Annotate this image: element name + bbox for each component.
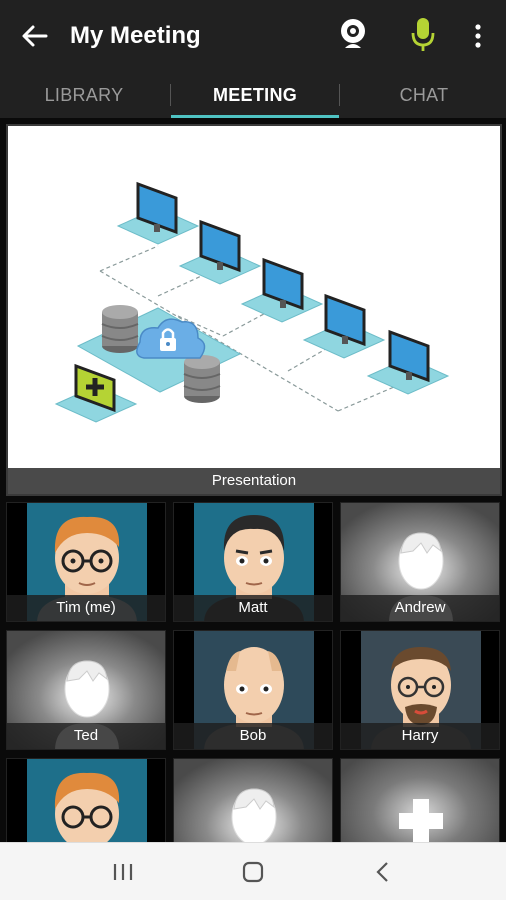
- microphone-icon[interactable]: [408, 16, 438, 54]
- tab-library[interactable]: LIBRARY: [44, 85, 124, 105]
- participant-name: Andrew: [341, 595, 499, 621]
- participant-tile[interactable]: Matt: [173, 502, 333, 622]
- participant-name: Tim (me): [7, 595, 165, 621]
- participant-tile[interactable]: [173, 758, 333, 842]
- home-icon[interactable]: [233, 857, 273, 887]
- plus-icon: [341, 759, 499, 842]
- meeting-content: Presentation Tim (me): [0, 118, 506, 842]
- participant-tile[interactable]: [6, 758, 166, 842]
- meeting-title: My Meeting: [70, 22, 201, 49]
- avatar-orange-hair: [7, 759, 165, 842]
- recent-apps-icon[interactable]: [103, 857, 143, 887]
- participant-name: Matt: [174, 595, 332, 621]
- monitor-icons: [74, 181, 430, 413]
- participant-tile[interactable]: Harry: [340, 630, 500, 750]
- participant-name: Bob: [174, 723, 332, 749]
- presentation-panel[interactable]: Presentation: [6, 124, 502, 496]
- tab-chat[interactable]: CHAT: [399, 85, 449, 105]
- cloud-lock-icon: [136, 318, 206, 359]
- tab-active-indicator: [171, 115, 339, 118]
- server-icons: [101, 305, 221, 403]
- tab-meeting[interactable]: MEETING: [171, 72, 339, 118]
- tab-meeting-label: MEETING: [212, 85, 298, 105]
- add-participant-button[interactable]: [340, 758, 500, 842]
- network-diagram-image: [54, 181, 450, 423]
- app-bar: My Meeting: [0, 0, 506, 72]
- back-arrow-icon[interactable]: [20, 22, 50, 50]
- tab-bar: LIBRARY MEETING CHAT: [0, 72, 506, 118]
- participant-name: Harry: [341, 723, 499, 749]
- participant-tile[interactable]: Bob: [173, 630, 333, 750]
- back-icon[interactable]: [363, 857, 403, 887]
- tab-divider: [339, 84, 340, 106]
- participant-tile[interactable]: Ted: [6, 630, 166, 750]
- tab-divider: [170, 84, 171, 106]
- more-vertical-icon[interactable]: [468, 22, 488, 50]
- presentation-label: Presentation: [8, 468, 500, 494]
- participant-tile[interactable]: Andrew: [340, 502, 500, 622]
- participant-name: Ted: [7, 723, 165, 749]
- webcam-icon[interactable]: [338, 18, 368, 52]
- system-navigation-bar: [0, 842, 506, 900]
- avatar-placeholder-icon: [174, 759, 332, 842]
- participant-tile[interactable]: Tim (me): [6, 502, 166, 622]
